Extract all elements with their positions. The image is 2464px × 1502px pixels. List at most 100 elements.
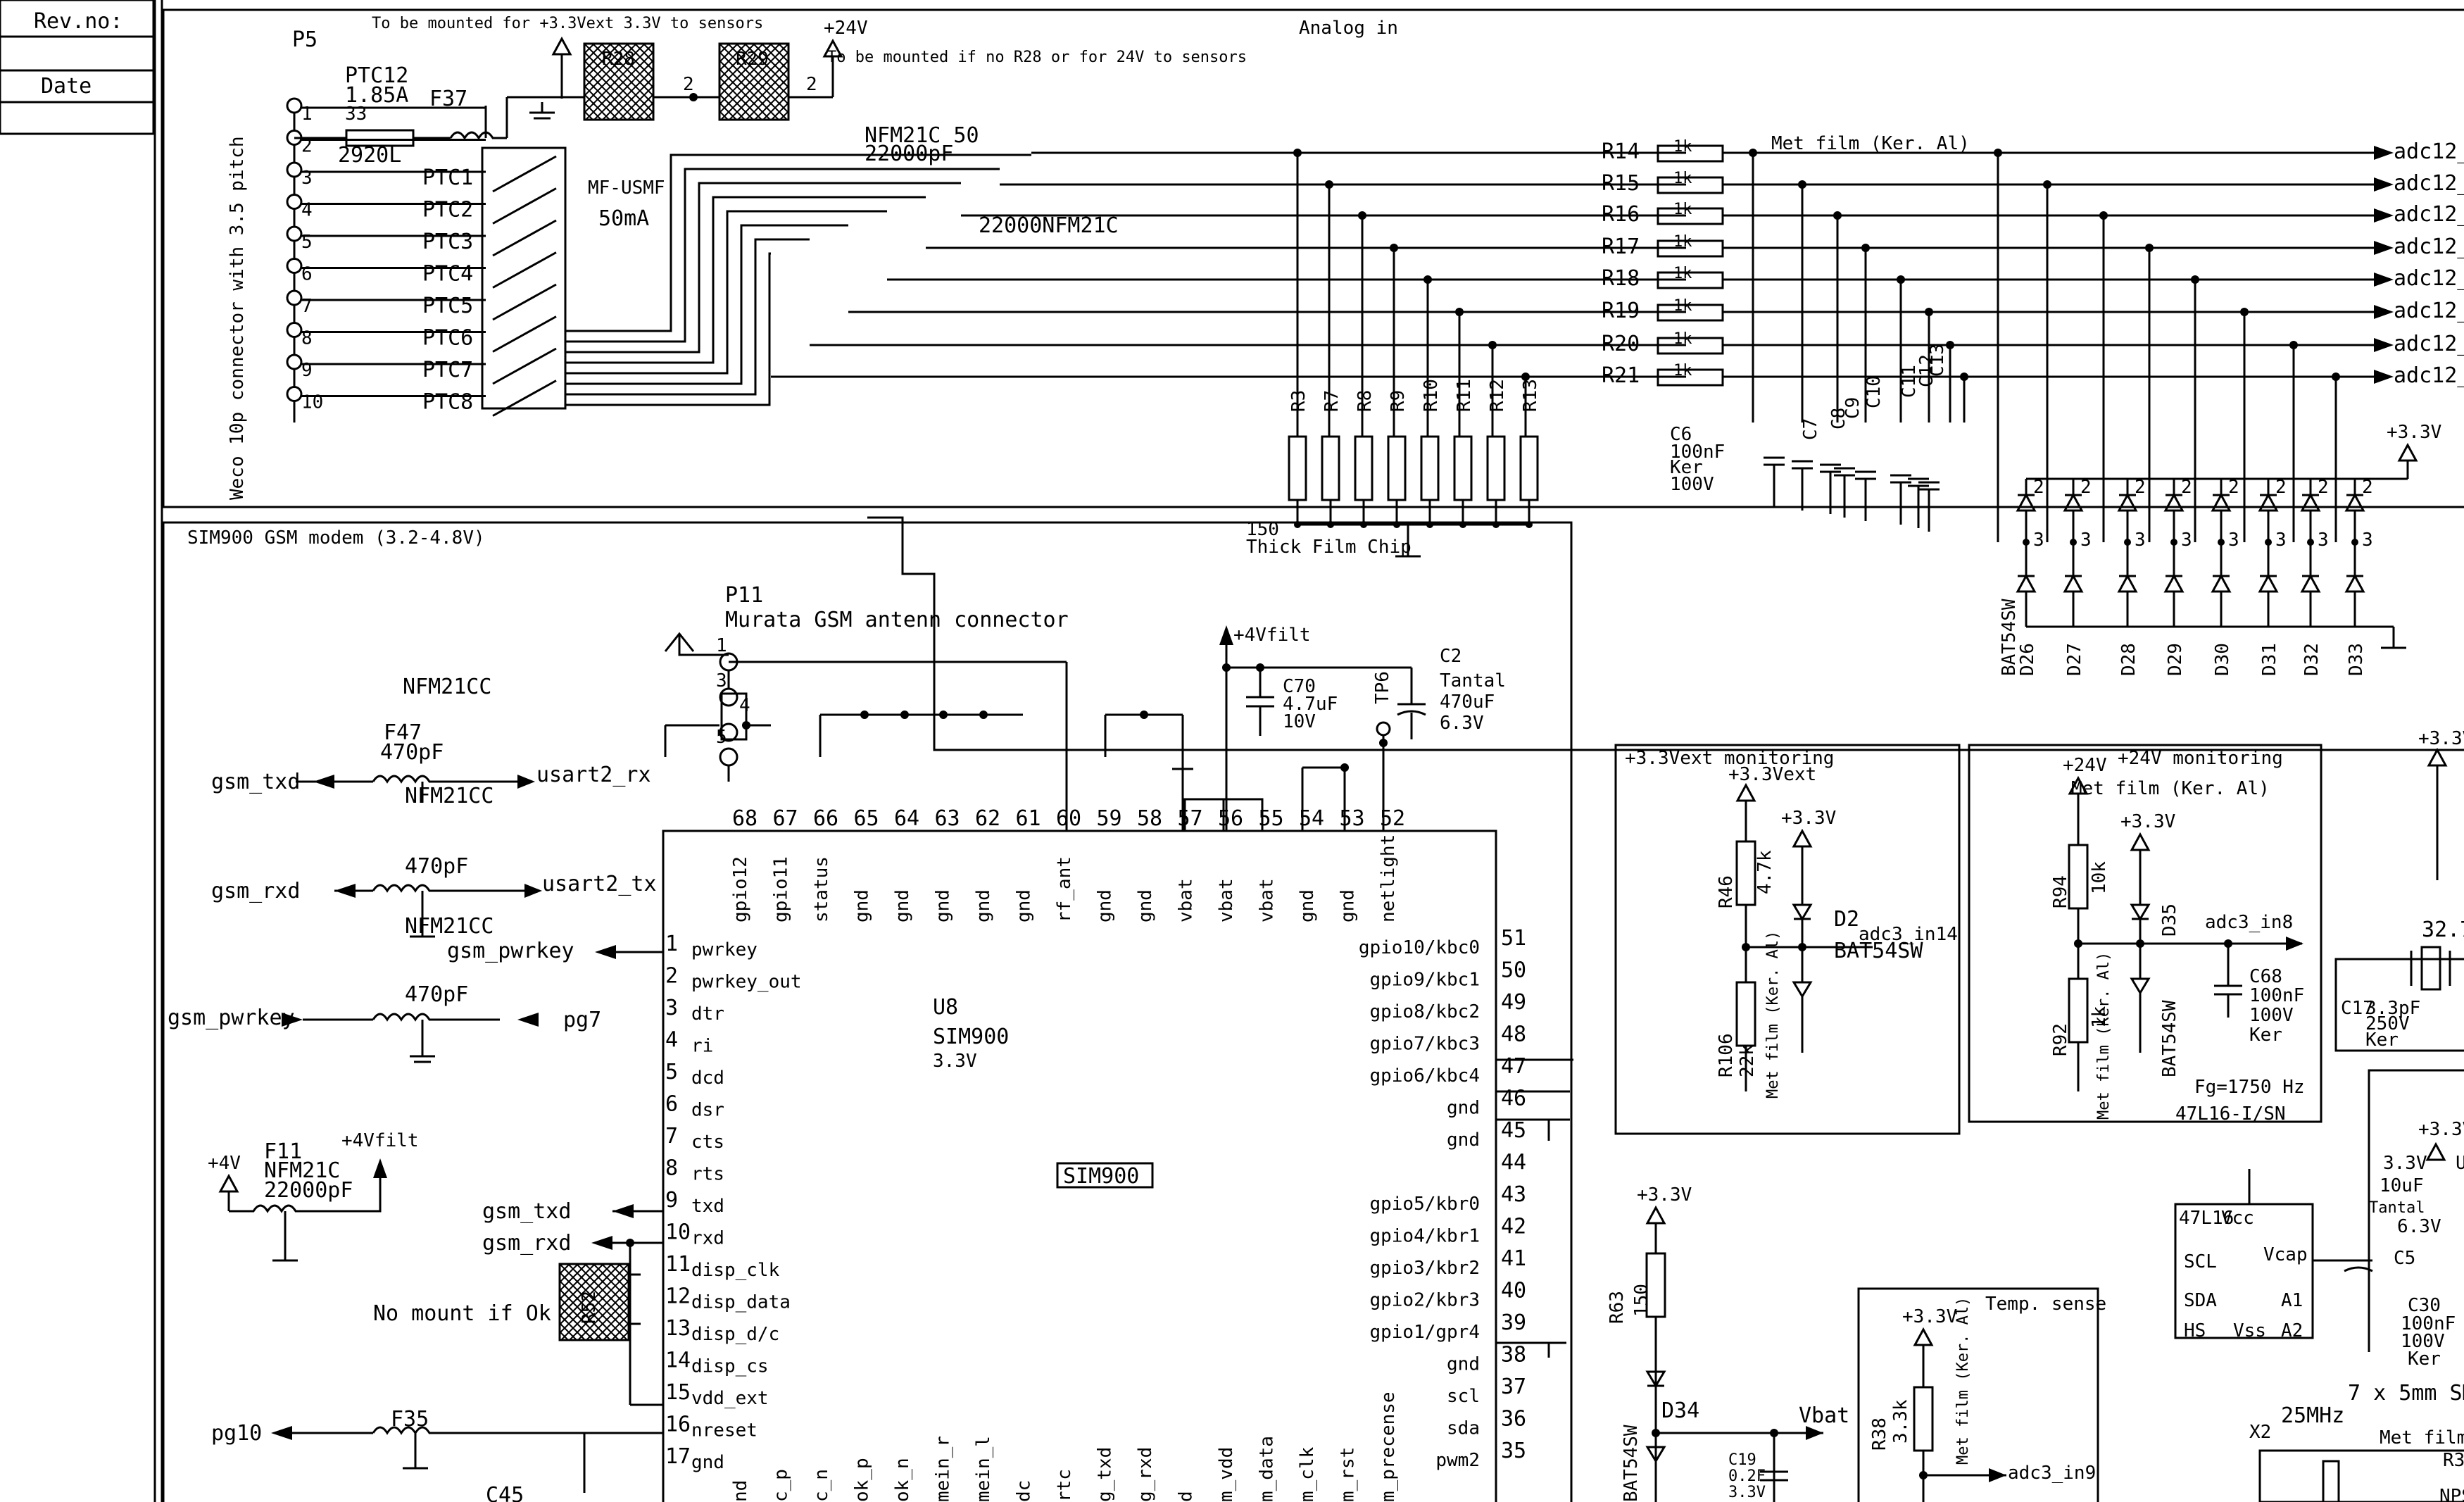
u8-right-pin-num: 36 [1501,1407,1526,1432]
svg-text:2: 2 [806,74,817,95]
u11-scl: SCL [2184,1251,2217,1272]
eeprom-met-film: Met film (Ker [2380,1427,2464,1448]
u8-body [662,830,1497,1502]
u8-bottom-pin-name: m_clk [1297,1446,1318,1502]
u8-top-pin-name: vbat [1216,878,1237,922]
cap-volt: 100V [1670,474,1714,495]
connector-pin [286,97,303,114]
r29-footprint: R29 [718,42,790,121]
temp-title: Temp. sense [1985,1294,2106,1315]
r52-label: R52 [579,1291,600,1324]
u8-left-pin-name: pwrkey [691,939,758,960]
u11-vcc: Vcc [2221,1208,2254,1229]
c6-label: C6 [1670,424,1692,445]
series-resistor-label: R17 [1602,234,1640,259]
series-resistor-label: R16 [1602,202,1640,227]
u8-top-pin-num: 56 [1218,806,1243,831]
c45-label: C45 [486,1483,524,1502]
adc-output-label: adc12_ [2394,234,2464,259]
u8-bottom-pin-name: ok_n [892,1458,913,1502]
cap-label: C10 [1863,375,1885,408]
c30-type: Ker [2408,1348,2441,1370]
r28-footprint: R28 [583,42,655,121]
u8-top-pin-name: gnd [892,889,913,922]
u8-left-pin-name: gnd [691,1452,724,1473]
pulldown-resistor [1519,435,1539,501]
cap-label: C12 [1916,354,1937,387]
u11-part: 47L16 [2179,1208,2234,1229]
p5-ref: P5 [292,27,318,52]
u8-top-pin-num: 68 [732,806,758,831]
u8-top-pin-num: 53 [1340,806,1365,831]
u8-right-pin-name: gpio8/kbc2 [1369,1001,1480,1022]
svg-text:2: 2 [2275,477,2287,498]
met-film-temp: Met film (Ker. Al) [1954,1297,1972,1465]
mon24-supply: +24V [2063,755,2107,776]
plus4vfilt-label: +4Vfilt [1233,625,1311,646]
nfm21cc-label-3: NFM21CC [405,914,494,939]
u8-top-pin-name: gnd [1297,889,1318,922]
u8-left-pin-num: 9 [665,1188,678,1213]
u8-bottom-pin-name: m_rst [1338,1447,1359,1502]
mon24-part: 47L16-I/SN [2175,1103,2286,1125]
u8-right-pin-num: 50 [1501,958,1526,983]
adc-output-label: adc12_ [2394,332,2464,356]
ferrite-val-2: 470pF [405,982,468,1007]
pulldown-type: Thick Film Chip [1246,537,1412,558]
no-mount-label: No mount if Ok [373,1301,551,1326]
u8-left-pin-name: pwrkey_out [691,972,802,993]
svg-text:3: 3 [2033,530,2044,551]
cap-label: C8 [1828,408,1849,430]
c2-type: Tantal [1440,670,1506,691]
u8-left-pin-name: dsr [691,1100,724,1121]
cap-label: C9 [1842,397,1863,419]
u8-bottom-pin-name: rtc [1054,1469,1075,1502]
c5-type: Tantal [2369,1199,2425,1217]
u8-top-pin-num: 59 [1097,806,1122,831]
c17-v: 250V [2365,1013,2410,1034]
d2-label: D2 [1834,907,1859,932]
temp-sense-block: Temp. sense +3.3V adc3_in9 R38 3.3k Met … [1857,1287,2106,1502]
u8-bottom-pin-name: dc [1014,1480,1035,1502]
r63-val: 150 [1631,1284,1652,1317]
u8-top-pin-name: vbat [1257,878,1278,922]
u8-right-pin-name: gpio2/kbr3 [1369,1290,1480,1311]
svg-text:1: 1 [716,635,727,656]
pulldown-resistor [1420,435,1440,501]
mon24-net: adc3_in8 [2205,912,2293,933]
pulldown-label: R11 [1454,379,1475,412]
r92-val: 1k [2089,1006,2110,1028]
ptc-label: PTC3 [422,230,473,254]
analog-input-block: Analog in Weco 10p connector with 3.5 pi… [162,8,2464,676]
u8-top-pin-num: 63 [935,806,960,831]
u8-top-pin-num: 55 [1259,806,1284,831]
gsm-rxd-label-1: gsm_rxd [211,879,300,903]
adc-output-label: adc12_ [2394,171,2464,196]
cap-label: C11 [1899,365,1920,398]
u8-top-pin-name: gnd [1014,889,1035,922]
u8-left-pin-num: 5 [665,1060,678,1084]
u8-top-pin-name: gpio12 [730,856,751,922]
u8-left-pin-name: nreset [691,1420,758,1441]
u8-right-pin-num: 48 [1501,1022,1526,1047]
d34-label: D34 [1661,1398,1699,1423]
ptc-label: PTC7 [422,358,473,382]
c5-label: C5 [2394,1248,2415,1269]
u8-top-pin-num: 57 [1178,806,1203,831]
tp6-label: TP6 [1372,671,1393,704]
diode-label: D31 [2259,643,2280,676]
u8-right-pin-name: gpio7/kbc3 [1369,1034,1480,1055]
series-resistor-label: R21 [1602,363,1640,388]
u8-left-pin-num: 17 [665,1444,691,1469]
c5-val: 10uF [2380,1175,2424,1196]
cap-type: Ker [1670,457,1703,478]
svg-text:4: 4 [739,695,750,716]
u8-left-pin-num: 14 [665,1348,691,1373]
u8-ref: U8 [933,995,958,1020]
mon24-met-film: Met film (Ker. Al) [2071,778,2270,799]
r106-label: R106 [1716,1033,1737,1077]
u8-left-pin-num: 15 [665,1380,691,1405]
u8-right-pin-name: gpio3/kbr2 [1369,1258,1480,1279]
u8-top-pin-num: 64 [894,806,919,831]
